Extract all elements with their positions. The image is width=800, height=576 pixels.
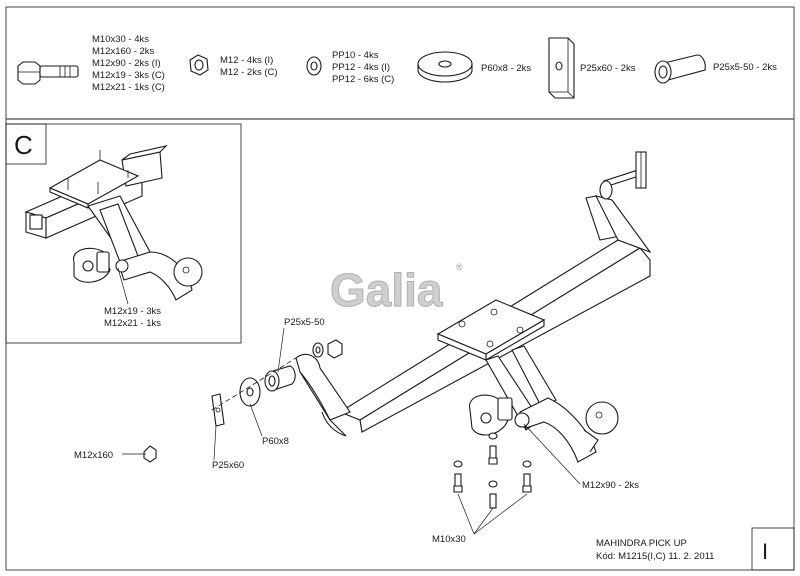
legend-washer-line-3: PP12 - 6ks (C) [332,74,394,85]
exploded-long-bolt [143,409,213,463]
detail-c-leader [117,267,129,305]
legend-bolt-line-1: M10x30 - 4ks [92,34,149,45]
legend-bolt-line-3: M12x90 - 2ks (I) [92,58,161,69]
legend-bolt-line-4: M12x19 - 3ks (C) [92,70,165,81]
galia-logo: Galia [330,264,443,316]
leader-disc [249,403,263,437]
leader-small-bolt-2 [473,507,494,535]
nut-icon [189,54,209,76]
spacer-tube-icon [654,54,706,84]
exploded-plate [211,393,225,427]
leader-ball-bolt [523,423,581,485]
callout-ball-bolt: M12x90 - 2ks [582,480,639,491]
callout-spacer: P25x5-50 [284,317,325,328]
disc-icon [417,51,473,83]
main-drawing-frame [5,118,795,571]
legend-disc-label: P60x8 - 2ks [481,63,531,74]
detail-c-letter-box [5,123,47,165]
leader-small-bolt-1 [457,493,475,535]
detail-c-bolt-line-2: M12x21 - 1ks [104,318,161,329]
legend-bolt-line-5: M12x21 - 1ks (C) [92,82,165,93]
legend-washer-line-1: PP10 - 4ks [332,50,379,61]
legend-spacer-label: P25x5-50 - 2ks [713,62,777,73]
leader-spacer [277,327,285,373]
assembly-axis [211,357,297,411]
callout-small-bolt: M10x30 [432,534,466,545]
galia-logo-mark: ® [456,262,463,272]
legend-nut-line-1: M12 - 4ks (I) [220,55,273,66]
legend-plate-label: P25x60 - 2ks [580,63,636,74]
detail-c-bolt-line-1: M12x19 - 3ks [104,306,161,317]
title-variant: I [762,539,768,564]
legend-nut-line-2: M12 - 2ks (C) [220,67,278,78]
detail-c-frame [5,123,242,344]
washer-icon [306,56,322,76]
leader-plate [213,425,217,461]
callout-plate: P25x60 [212,460,244,471]
legend-washer-line-2: PP12 - 4ks (I) [332,62,390,73]
detail-c-letter: C [14,130,33,160]
exploded-washer-and-nut [312,339,343,359]
leader-small-bolt-3 [473,493,528,535]
main-hitch-illustration [295,151,652,463]
title-model: MAHINDRA PICK UP [596,538,687,549]
callout-disc: P60x8 [262,436,289,447]
variant-box [751,527,795,571]
detail-c-hitch-illustration [24,145,203,301]
plate-icon [548,37,575,99]
title-code: Kód: M1215(I,C) 11. 2. 2011 [596,551,714,562]
bolt-icon [17,61,79,85]
exploded-small-bolts [453,432,532,509]
callout-long-bolt: M12x160 [74,450,113,461]
exploded-disc [239,377,261,407]
legend-bolt-line-2: M12x160 - 2ks [92,46,155,57]
exploded-spacer [264,365,296,392]
